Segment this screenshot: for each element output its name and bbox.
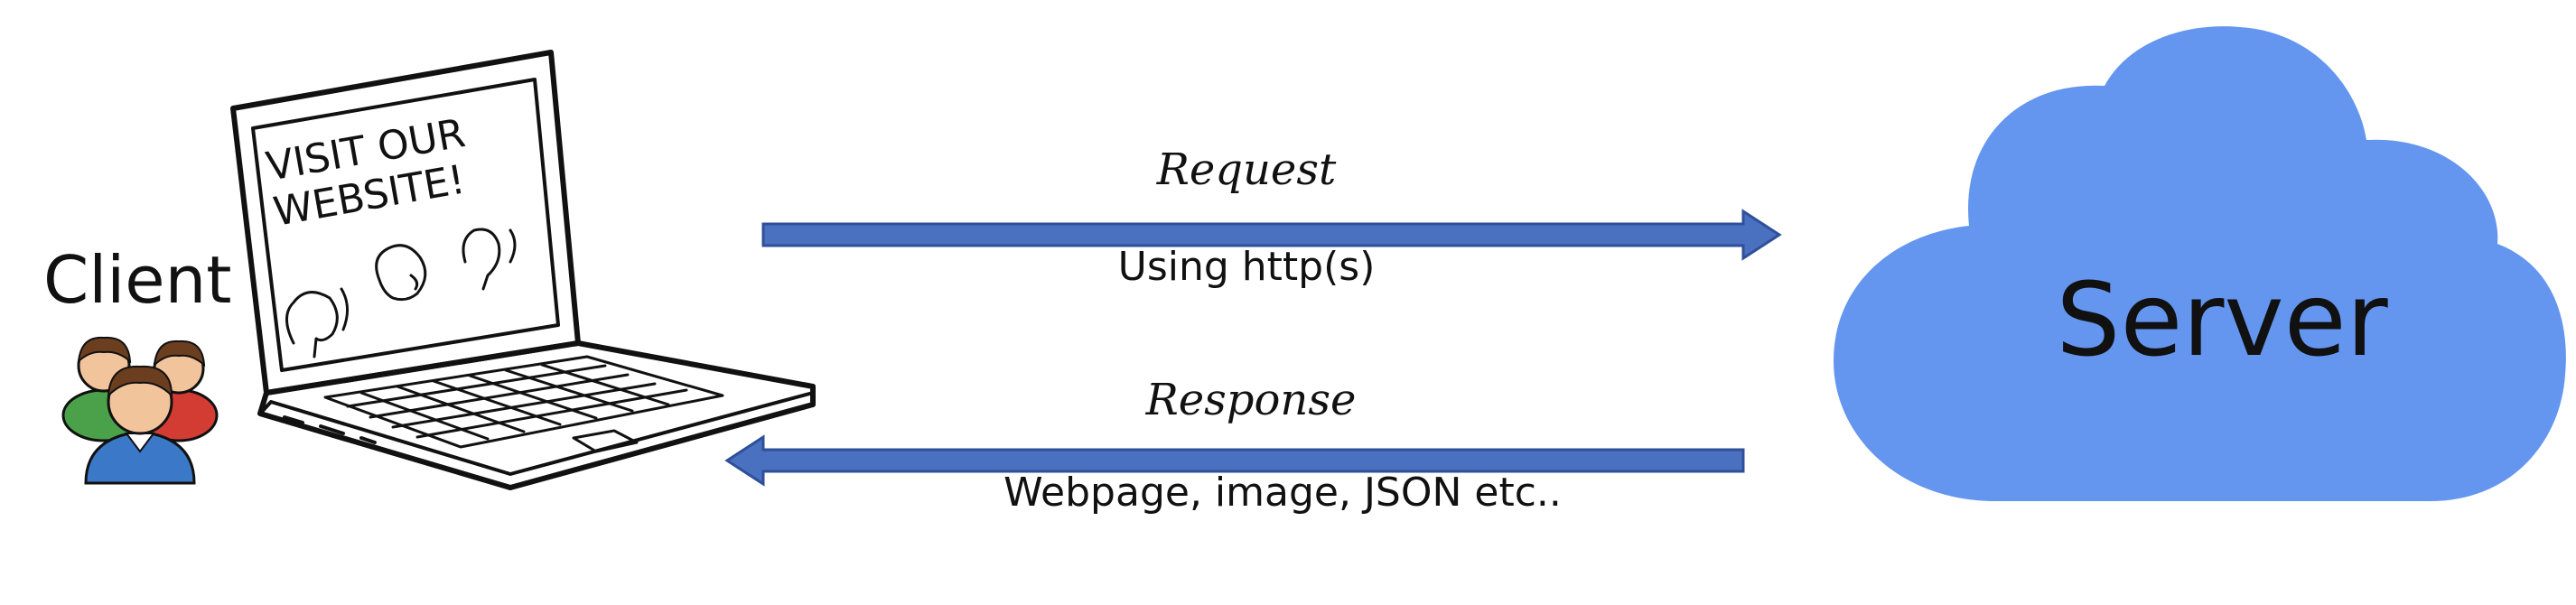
request-arrow: [761, 209, 1782, 261]
trackpad: [572, 429, 639, 453]
request-subtitle: Using http(s): [1117, 244, 1376, 290]
response-subtitle: Webpage, image, JSON etc..: [1003, 470, 1562, 516]
server-label: Server: [2056, 262, 2388, 379]
cloud-icon: [1834, 26, 2566, 501]
users-icon: [61, 336, 219, 485]
screen-faces-icon: [285, 228, 517, 358]
client-label: Client: [43, 242, 232, 318]
user-blue-icon: [84, 365, 196, 485]
request-title: Request: [1156, 144, 1337, 195]
laptop-screen: [251, 78, 560, 372]
keyboard: [323, 355, 724, 449]
laptop-illustration: VISIT OUR WEBSITE!: [230, 50, 816, 490]
response-title: Response: [1145, 375, 1357, 425]
response-arrow: [724, 434, 1745, 487]
